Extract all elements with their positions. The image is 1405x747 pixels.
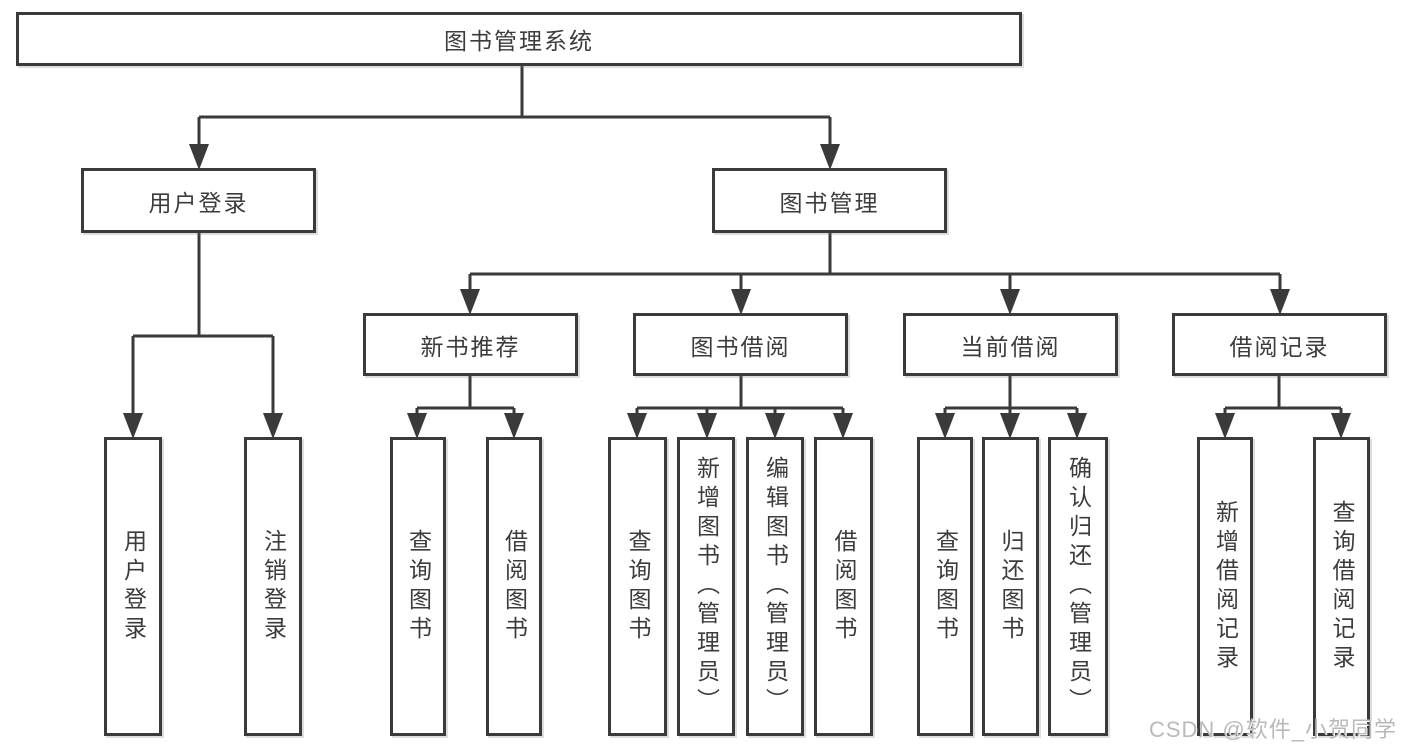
node-label: 新书推荐	[420, 333, 521, 360]
connector-book-borrowing-to-leaves	[627, 376, 853, 439]
connector-borrowing-records-to-leaves	[1215, 376, 1351, 439]
leaf-user-login: 用户登录	[104, 437, 162, 736]
leaf-label: 确认归还（管理员）	[1065, 456, 1092, 717]
leaf-label: 注销登录	[260, 528, 287, 645]
leaf-label: 查询图书	[932, 528, 959, 645]
node-label: 图书管理系统	[444, 28, 594, 54]
leaf-label: 借阅图书	[501, 528, 528, 645]
leaf-label: 查询借阅记录	[1329, 499, 1355, 674]
node-label: 用户登录	[148, 189, 249, 216]
leaf-borrow-books: 借阅图书	[814, 437, 873, 736]
node-label: 图书借阅	[690, 333, 791, 360]
leaf-query-borrow-record: 查询借阅记录	[1313, 437, 1370, 736]
leaf-label: 查询图书	[405, 528, 432, 645]
node-book-management: 图书管理	[712, 168, 947, 233]
leaf-edit-book-admin: 编辑图书（管理员）	[746, 437, 804, 736]
leaf-query-books-recommend: 查询图书	[390, 437, 446, 736]
leaf-borrow-books-recommend: 借阅图书	[486, 437, 542, 736]
leaf-query-books-borrowing: 查询图书	[608, 437, 667, 736]
leaf-query-books-current: 查询图书	[917, 437, 973, 736]
node-current-borrowing: 当前借阅	[903, 313, 1118, 376]
leaf-label: 新增图书（管理员）	[693, 456, 720, 717]
leaf-add-book-admin: 新增图书（管理员）	[677, 437, 735, 736]
leaf-label: 新增借阅记录	[1212, 499, 1239, 674]
leaf-label: 编辑图书（管理员）	[762, 456, 789, 717]
connector-new-book-recommendation-to-leaves	[407, 376, 524, 439]
leaf-label: 用户登录	[120, 528, 147, 645]
connector-user-login-to-leaves	[123, 233, 283, 439]
leaf-add-borrow-record: 新增借阅记录	[1197, 437, 1253, 736]
leaf-label: 借阅图书	[831, 528, 857, 645]
leaf-confirm-return-admin: 确认归还（管理员）	[1048, 437, 1108, 736]
node-root: 图书管理系统	[16, 12, 1022, 66]
node-label: 当前借阅	[960, 333, 1061, 360]
node-book-borrowing: 图书借阅	[633, 313, 848, 376]
leaf-return-book: 归还图书	[982, 437, 1039, 736]
connector-root-to-level2	[189, 66, 840, 170]
node-label: 图书管理	[779, 189, 880, 216]
leaf-logout: 注销登录	[244, 437, 302, 736]
watermark-text: CSDN @软件_小贺同学	[1148, 717, 1397, 742]
leaf-label: 归还图书	[998, 528, 1024, 645]
node-user-login: 用户登录	[81, 168, 316, 233]
node-new-book-recommendation: 新书推荐	[363, 313, 578, 376]
leaf-label: 查询图书	[625, 528, 651, 645]
connector-current-borrowing-to-leaves	[935, 376, 1087, 439]
node-borrowing-records: 借阅记录	[1172, 313, 1387, 376]
node-label: 借阅记录	[1229, 333, 1330, 360]
connector-book-management-to-level3	[460, 233, 1290, 315]
